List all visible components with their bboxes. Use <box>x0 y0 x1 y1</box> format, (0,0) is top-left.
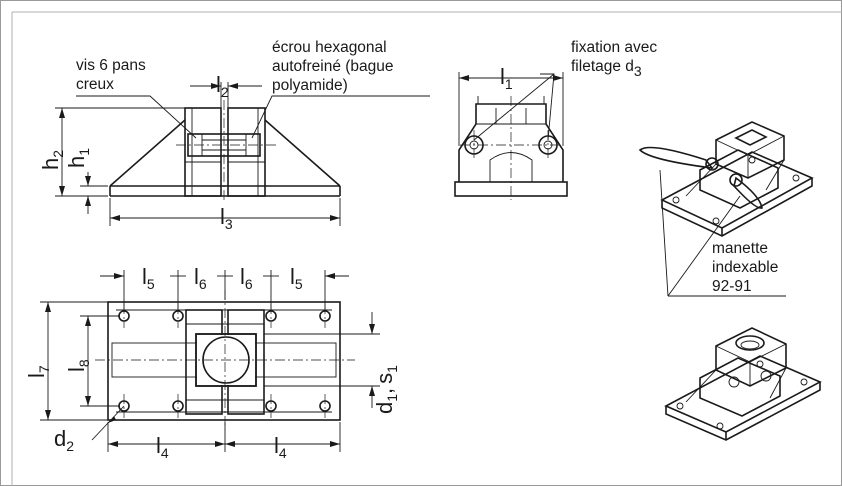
dim-label-l8: l8 <box>64 359 92 372</box>
dim-label-l2: l2 <box>216 72 229 100</box>
dim-label-l5-left: l5 <box>142 264 155 292</box>
nut-note-line2: autofreiné (bague <box>272 58 394 75</box>
dim-label-l1: l1 <box>500 64 513 92</box>
side-view-dimensions <box>458 72 564 146</box>
dim-label-l4-left: l4 <box>156 433 169 461</box>
dim-label-l6-left: l6 <box>194 264 207 292</box>
dim-label-h2: h2 <box>38 150 66 170</box>
dim-label-d2: d2 <box>54 426 74 454</box>
dim-label-l6-right: l6 <box>240 264 253 292</box>
screw-note-line2: creux <box>76 76 114 93</box>
screw-note-line1: vis 6 pans <box>76 57 146 74</box>
dim-label-l3: l3 <box>220 204 233 232</box>
dim-label-l7: l7 <box>24 365 52 378</box>
front-view-dimensions <box>55 82 341 226</box>
handle-note-line1: manette <box>712 240 768 257</box>
nut-note-line1: écrou hexagonal <box>272 39 387 56</box>
dim-label-l4-right: l4 <box>274 433 287 461</box>
isometric-view-with-handles <box>638 121 814 297</box>
isometric-view-plain <box>664 327 822 441</box>
front-view <box>76 95 430 200</box>
fixing-note-line1: fixation avec <box>571 39 657 56</box>
fixing-note-line2: filetage d3 <box>571 58 642 79</box>
dimension-labels: l2 l1 l3 h2 h1 l5 l6 l6 l5 l7 l8 l4 l4 d… <box>24 64 513 461</box>
handle-note-line3: 92-91 <box>712 278 752 295</box>
top-view-dimensions <box>40 270 380 452</box>
nut-note-line3: polyamide) <box>272 77 348 94</box>
dim-label-l5-right: l5 <box>290 264 303 292</box>
side-view <box>454 73 568 200</box>
dim-label-d1-s1: d1,s1 <box>372 365 400 414</box>
dim-label-h1: h1 <box>64 148 92 168</box>
annotation-texts: vis 6 pans creux écrou hexagonal autofre… <box>76 39 778 295</box>
handle-note-line2: indexable <box>712 259 778 276</box>
